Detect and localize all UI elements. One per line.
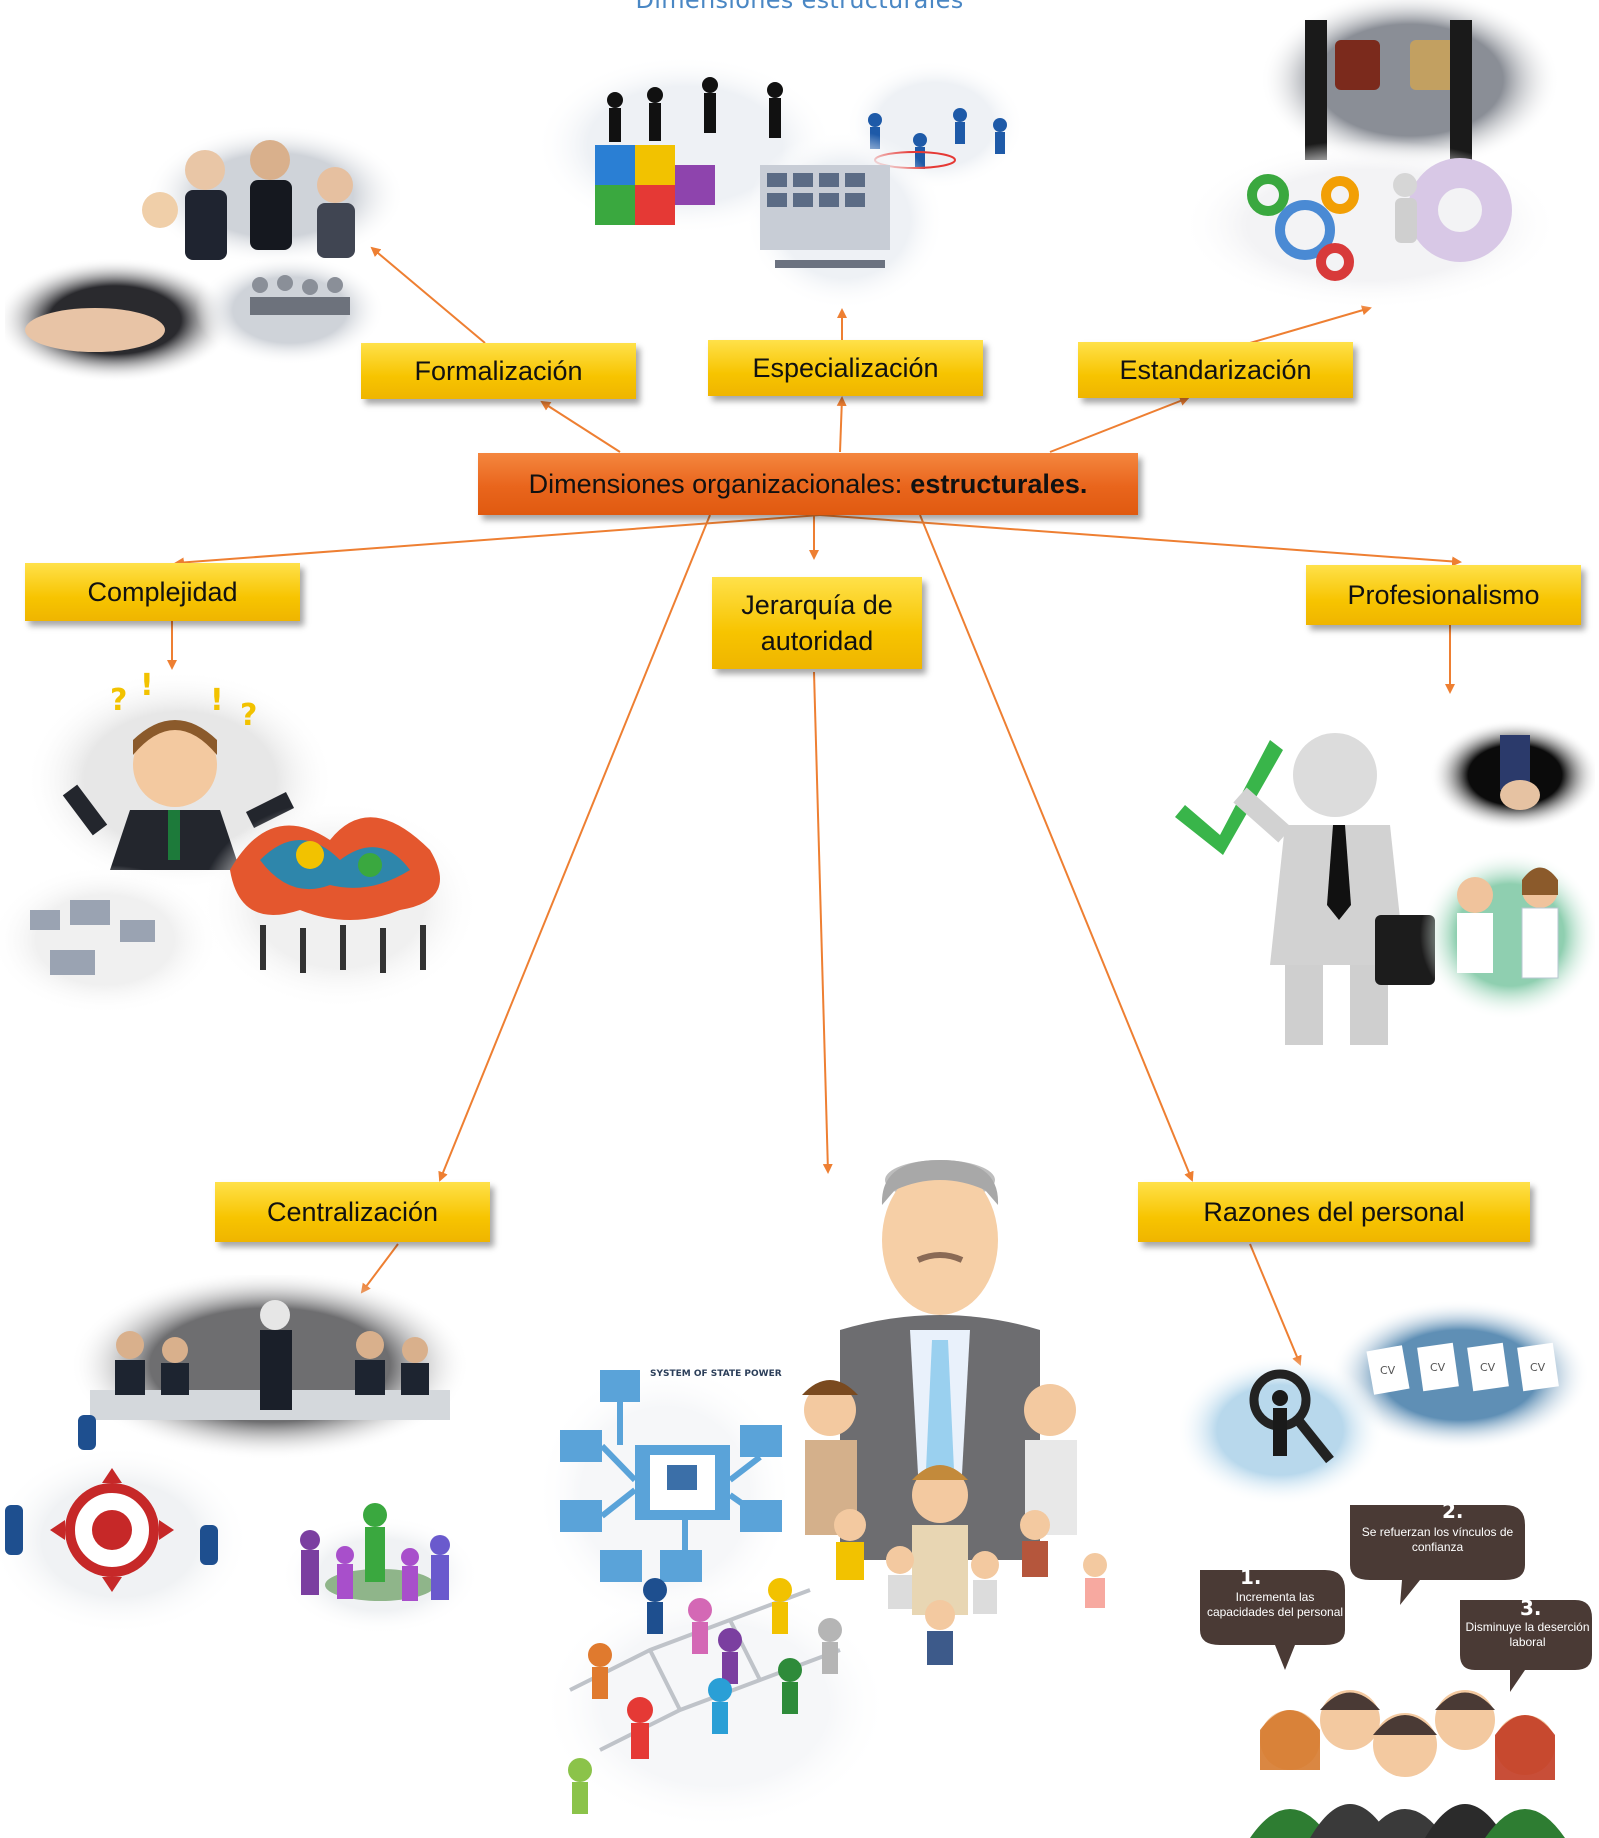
especializacion-illustration [535,55,1025,310]
box-razones: Razones del personal [1138,1182,1530,1242]
arrow-estandarizacion-image [1249,305,1372,344]
centralizacion-illustration [0,1275,480,1635]
box-complejidad: Complejidad [25,563,300,621]
team-members-icon [802,1380,1107,1665]
meeting-people-icon [115,1300,429,1410]
team-avatars-icon [1250,1690,1565,1838]
box-centralizacion: Centralización [215,1182,490,1242]
arrow-to-complejidad [174,514,821,568]
org-system-text: SYSTEM OF STATE POWER [650,1369,782,1379]
arrow-to-especializacion [836,396,847,453]
arrow-jerarquia-image [813,671,833,1174]
estandarizacion-illustration [1180,0,1560,310]
arrow-to-formalizacion [540,400,621,453]
arrow-to-centralizacion [438,514,711,1182]
people-figures-icon [300,1503,450,1601]
svg-text:!: ! [140,670,154,703]
confused-man-icon [62,720,295,870]
box-estandarizacion: Estandarización [1078,342,1353,398]
box-especializacion: Especialización [708,340,983,396]
benefit-3-text: Disminuye la deserción laboral [1465,1620,1590,1649]
cv-label-4: CV [1530,1361,1546,1374]
arrow-to-razones [919,514,1194,1182]
meeting-group-icon [250,275,350,315]
benefit-2-number: 2. [1442,1499,1464,1523]
doctor-patient-icon [1457,867,1559,979]
org-chart-icon: SYSTEM OF STATE POWER [560,1369,782,1582]
target-icon [65,1483,159,1577]
razones-illustration: CV CV CV CV 2. Se refuerzan los vínculos… [1180,1300,1592,1838]
center-label-bold: estructurales. [910,468,1088,499]
arrow-formalizacion-image [370,246,486,344]
benefit-2-text: Se refuerzan los vínculos de confianza [1361,1525,1514,1554]
magnifier-icon [1249,1369,1334,1464]
box-jerarquia: Jerarquía de autoridad [712,577,922,669]
box-profesionalismo: Profesionalismo [1306,565,1581,625]
gear-icon [1247,174,1359,281]
jerarquia-illustration: SYSTEM OF STATE POWER [540,1160,1107,1830]
svg-text:?: ? [110,683,127,718]
svg-text:!: ! [210,683,224,718]
center-node: Dimensiones organizacionales: estructura… [478,453,1138,515]
cv-cards: CV CV CV CV [1366,1342,1559,1395]
green-checkmark-icon [1175,740,1283,855]
arrow-to-estandarizacion [1049,396,1190,453]
cv-label-1: CV [1380,1364,1396,1377]
cv-label-2: CV [1430,1361,1446,1374]
boss-icon [840,1160,1040,1560]
center-label: Dimensiones organizacionales: [528,468,903,499]
complejidad-illustration: ?!!? [0,670,480,1015]
arrow-razones-image [1249,1243,1302,1366]
formalizacion-illustration [5,125,405,382]
benefit-1-text: Incrementa las capacidades del personal [1206,1590,1344,1619]
speech-bubbles: 2. Se refuerzan los vínculos de confianz… [1200,1499,1592,1692]
svg-text:?: ? [240,698,257,733]
colorful-chaos-icon [230,817,440,920]
page-title: Dimensiones estructurales [635,0,964,14]
3d-hierarchy-people-icon [568,1578,842,1814]
benefit-1-number: 1. [1240,1565,1262,1589]
puzzle-icon [595,145,715,225]
3d-man-icon [1233,733,1435,1045]
arrow-to-profesionalismo [819,514,1462,567]
profesionalismo-illustration [1175,720,1595,1045]
box-formalizacion: Formalización [361,343,636,399]
benefit-3-number: 3. [1520,1596,1542,1620]
puzzle-icon [1335,40,1455,90]
cv-label-3: CV [1480,1361,1496,1374]
